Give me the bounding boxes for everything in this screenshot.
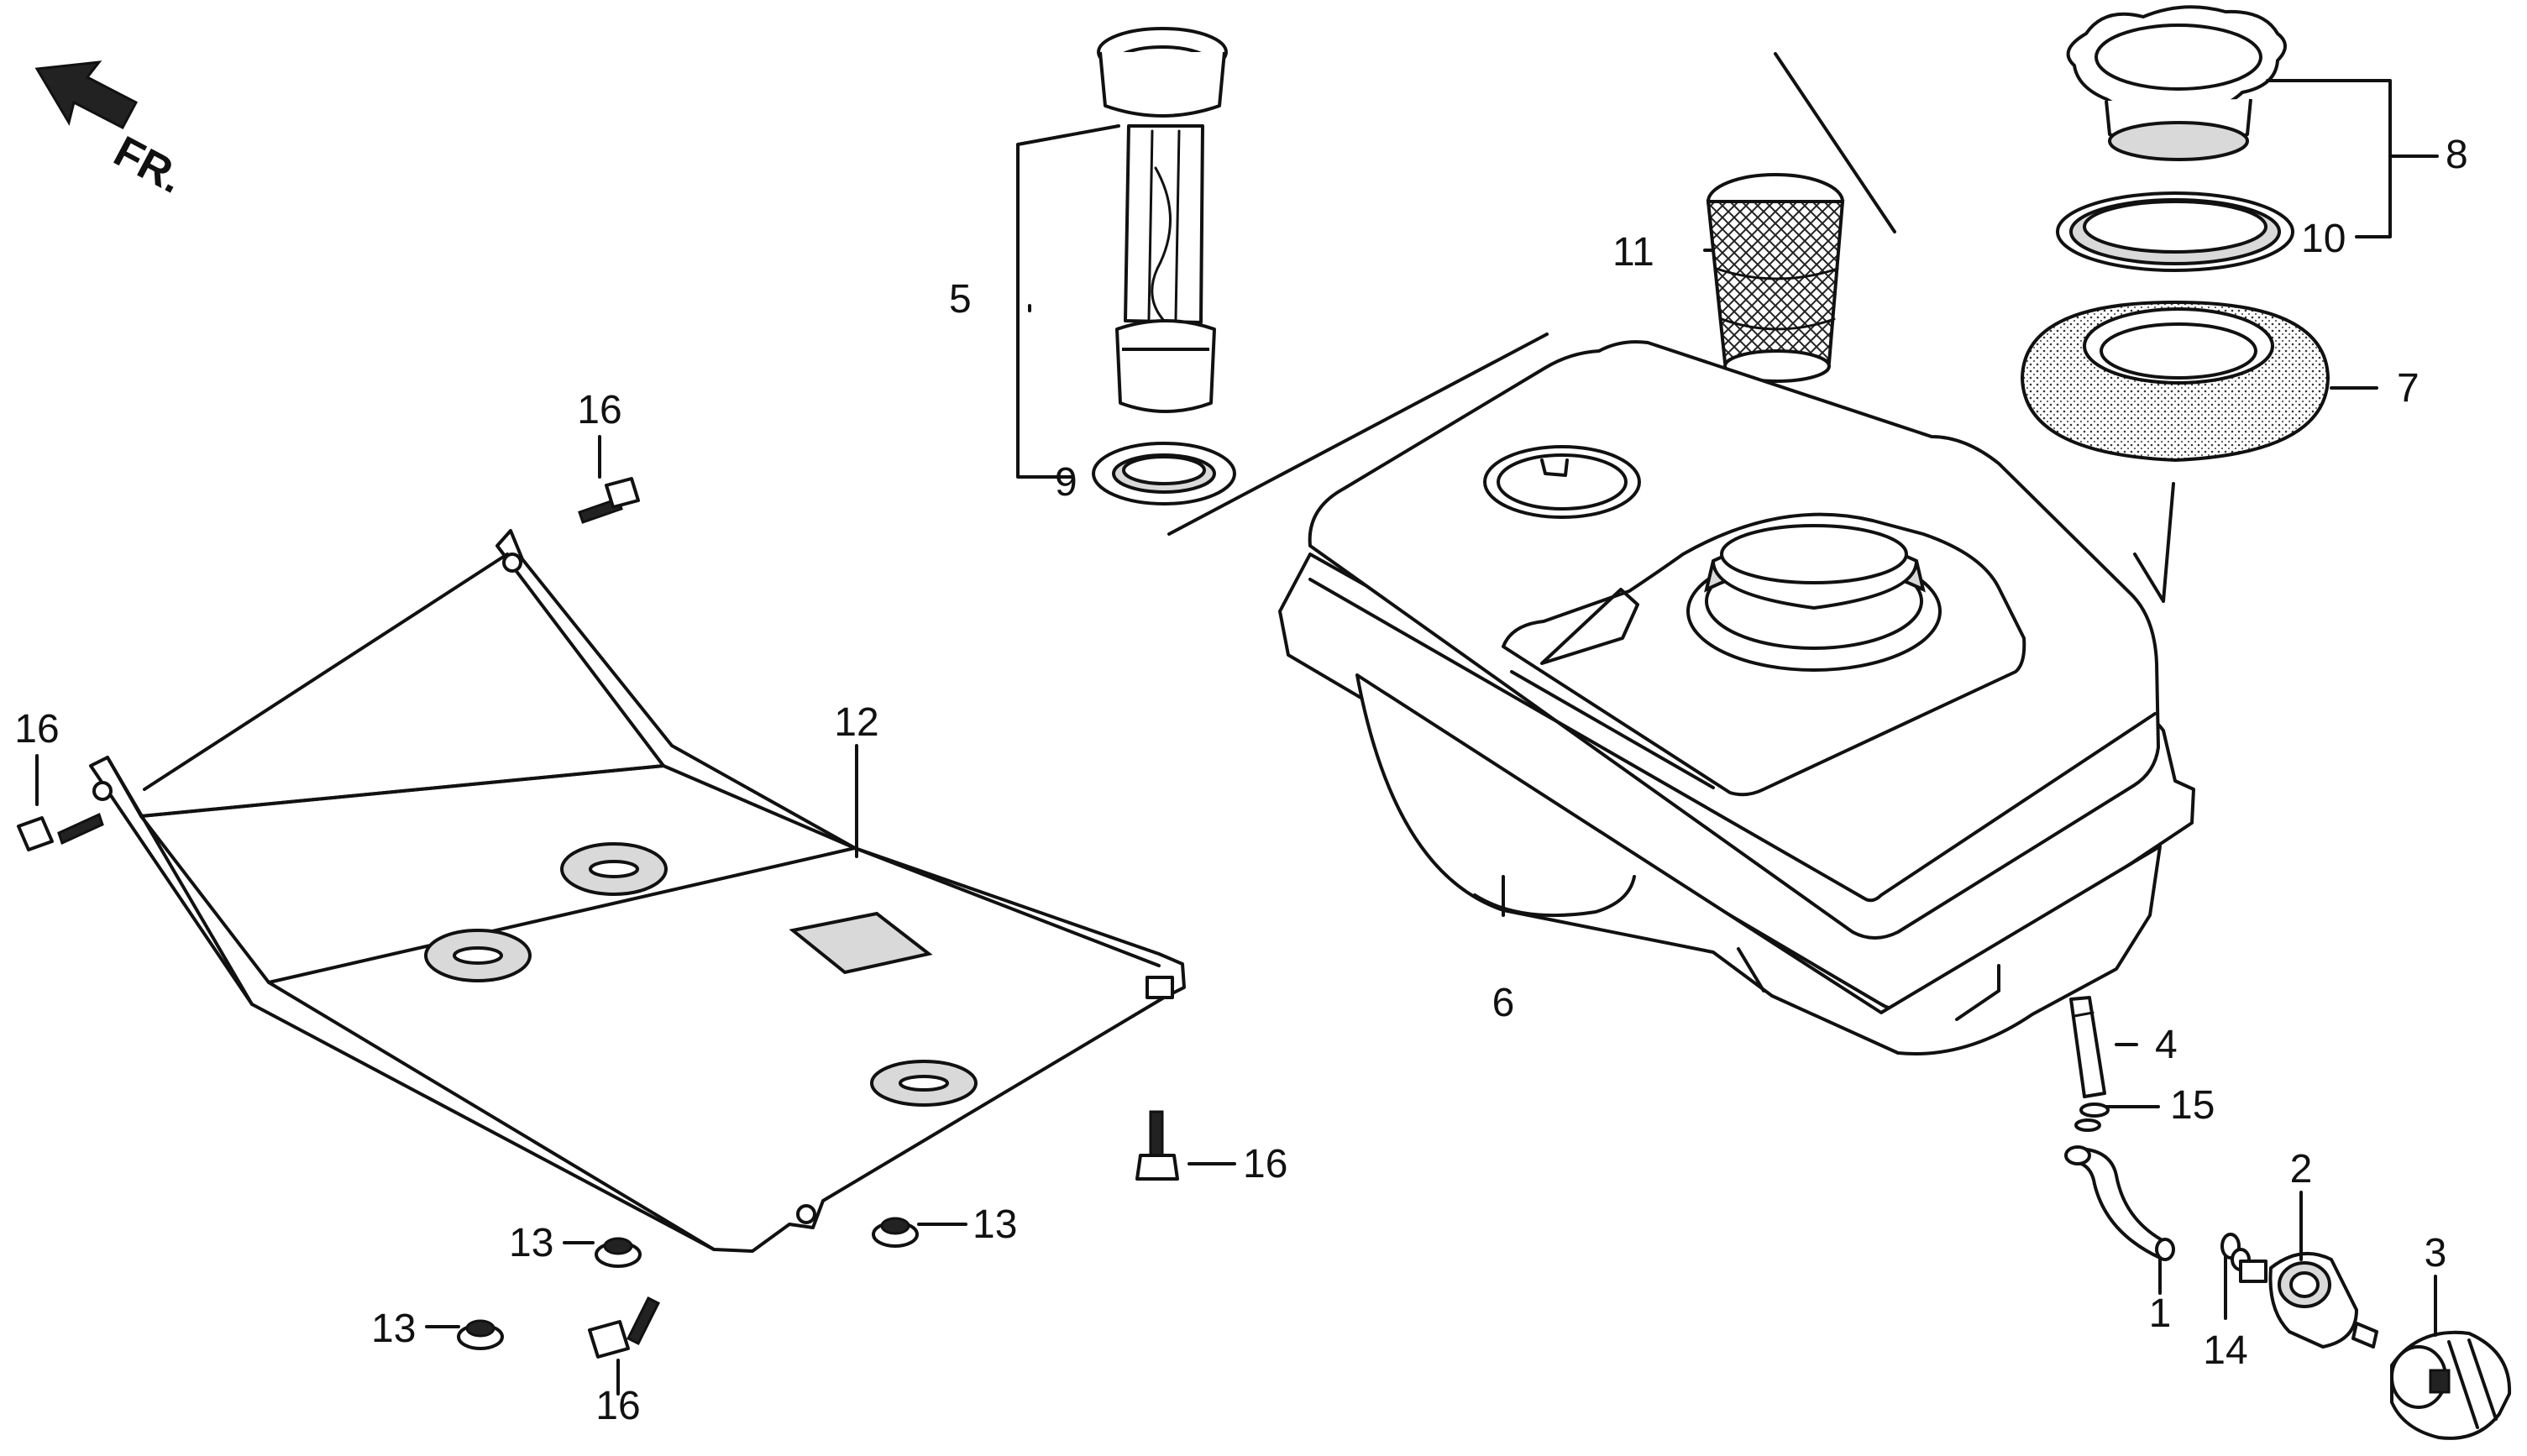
callout-16c: 16	[1243, 1142, 1287, 1186]
skid-plate-part-12	[89, 529, 1186, 1253]
callout-10: 10	[2301, 217, 2346, 261]
fuel-valve-part-2	[2239, 1251, 2378, 1349]
flange-bolt-part-16c	[1135, 1110, 1179, 1181]
callout-14: 14	[2203, 1328, 2247, 1373]
filler-neck-ring-part-7	[2020, 300, 2330, 463]
skid-plate-tab	[1146, 976, 1174, 999]
flange-nut-part-13b	[872, 1217, 919, 1248]
callout-13b: 13	[973, 1202, 1017, 1247]
callout-13a: 13	[509, 1221, 553, 1265]
fuel-filler-cap-part-8	[2066, 5, 2287, 161]
fuel-gauge-part-5	[1097, 27, 1228, 413]
callout-8: 8	[2446, 133, 2468, 177]
front-direction-label: FR.	[106, 127, 191, 203]
skid-plate-slot	[789, 911, 933, 975]
flange-bolt-part-16d	[588, 1296, 661, 1359]
callout-4: 4	[2155, 1023, 2178, 1067]
callout-bracket-5-9	[1016, 124, 1120, 479]
filler-cap-gasket-part-10	[2056, 191, 2294, 272]
fuel-joint-part-4	[2069, 996, 2106, 1098]
callout-16a: 16	[577, 388, 621, 432]
assembly-line-gauge	[1167, 333, 1549, 536]
assembly-line-strainer	[1774, 52, 1896, 233]
callout-13c: 13	[371, 1307, 416, 1351]
flange-bolt-part-16b	[17, 812, 104, 851]
callout-5: 5	[949, 277, 972, 322]
callout-12: 12	[834, 700, 878, 745]
callout-16d: 16	[595, 1384, 640, 1428]
o-ring-part-15	[2074, 1102, 2110, 1132]
fuel-strainer-part-11	[1706, 173, 1845, 383]
callout-9: 9	[1055, 460, 1077, 505]
fuel-tube-part-1	[2064, 1145, 2175, 1261]
fuel-gauge-grommet-part-9	[1092, 442, 1236, 505]
flange-nut-part-13a	[595, 1237, 642, 1268]
flange-nut-part-13c	[457, 1319, 504, 1350]
callout-bracket-8-10	[2266, 79, 2439, 238]
callout-7: 7	[2397, 366, 2420, 411]
callout-3: 3	[2425, 1231, 2447, 1275]
callout-6: 6	[1492, 981, 1515, 1025]
fuel-tank-part-6	[1278, 340, 2195, 1056]
callout-1: 1	[2149, 1291, 2172, 1336]
callout-16b: 16	[14, 707, 59, 752]
front-direction-arrow-icon: FR.	[34, 60, 191, 203]
flange-bolt-part-16a	[578, 477, 640, 524]
callout-2: 2	[2290, 1147, 2313, 1192]
assembly-line-cap	[2133, 482, 2175, 603]
callout-15: 15	[2170, 1083, 2215, 1128]
callout-leader-lines	[35, 249, 2437, 1396]
callout-11: 11	[1612, 230, 1654, 275]
fuel-cup-part-3	[2390, 1330, 2512, 1440]
